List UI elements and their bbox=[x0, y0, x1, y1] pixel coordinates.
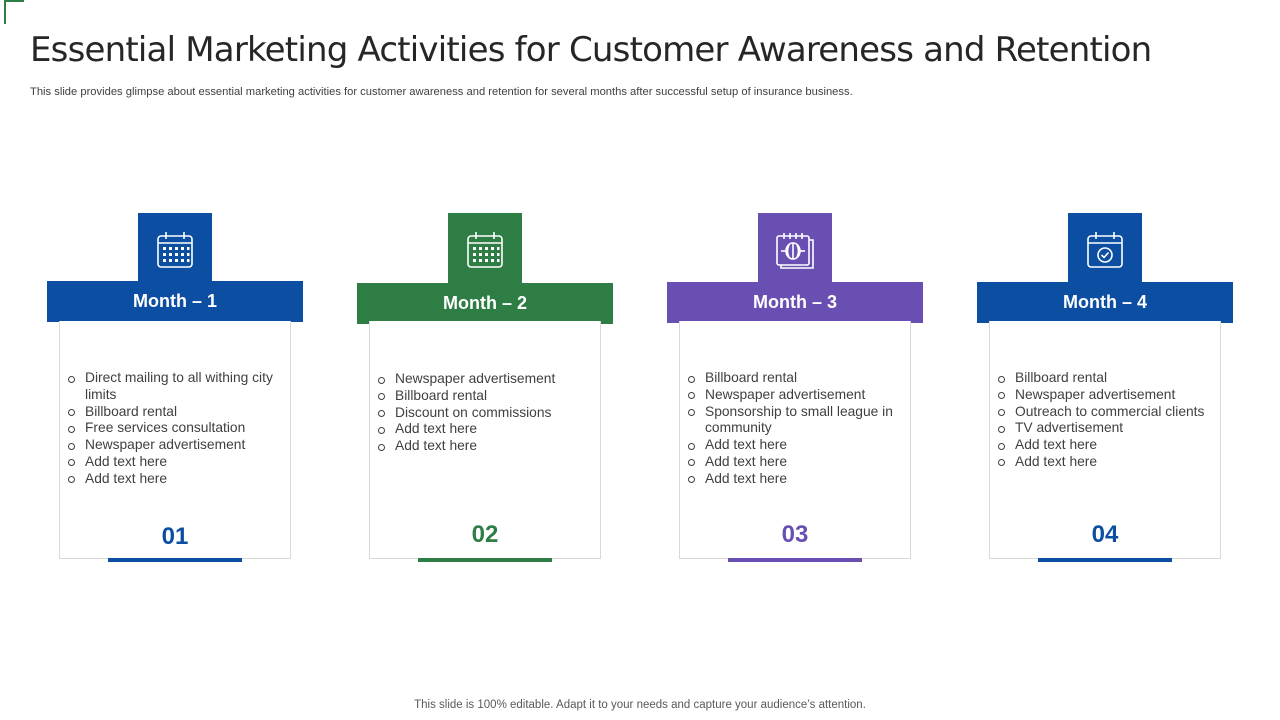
card-underline bbox=[418, 558, 552, 562]
list-item: Newspaper advertisement bbox=[997, 387, 1213, 404]
card-number: 02 bbox=[471, 521, 499, 548]
list-item: Add text here bbox=[687, 437, 903, 454]
list-item: Free services consultation bbox=[67, 420, 283, 437]
list-item: Add text here bbox=[997, 454, 1213, 471]
list-item: Newspaper advertisement bbox=[687, 387, 903, 404]
card-body: Newspaper advertisement Billboard rental… bbox=[369, 321, 601, 562]
card-icon-box bbox=[448, 213, 522, 287]
month-header: Month – 3 bbox=[667, 282, 923, 323]
list-item: Outreach to commercial clients bbox=[997, 404, 1213, 421]
month-label: Month – 3 bbox=[753, 292, 837, 312]
list-item: Billboard rental bbox=[997, 370, 1213, 387]
month-header: Month – 1 bbox=[47, 281, 303, 322]
month-header: Month – 4 bbox=[977, 282, 1233, 323]
card-body: Billboard rental Newspaper advertisement… bbox=[989, 321, 1221, 562]
list-item: Discount on commissions bbox=[377, 405, 593, 422]
list-item: Billboard rental bbox=[687, 370, 903, 387]
list-item: TV advertisement bbox=[997, 420, 1213, 437]
card-icon-box bbox=[758, 213, 832, 287]
month-label: Month – 2 bbox=[443, 293, 527, 313]
month-card-3: Month – 3 Billboard rental Newspaper adv… bbox=[667, 213, 923, 563]
month-card-2: Month – 2 Newspaper advertisement Billbo… bbox=[357, 213, 613, 563]
corner-accent-mark bbox=[0, 0, 26, 24]
card-body: Direct mailing to all withing city limit… bbox=[59, 321, 291, 562]
month-label: Month – 4 bbox=[1063, 292, 1147, 312]
list-item: Direct mailing to all withing city limit… bbox=[67, 370, 283, 404]
activity-list: Billboard rental Newspaper advertisement… bbox=[687, 370, 903, 488]
slide-subtitle: This slide provides glimpse about essent… bbox=[30, 86, 853, 98]
card-body: Billboard rental Newspaper advertisement… bbox=[679, 321, 911, 562]
planner-calendar-icon bbox=[776, 233, 814, 269]
list-item: Add text here bbox=[377, 421, 593, 438]
card-number: 04 bbox=[1091, 521, 1119, 548]
list-item: Add text here bbox=[67, 471, 283, 488]
slide-footer-note: This slide is 100% editable. Adapt it to… bbox=[414, 699, 866, 711]
list-item: Add text here bbox=[687, 471, 903, 488]
slide-title: Essential Marketing Activities for Custo… bbox=[30, 30, 1152, 70]
list-item: Add text here bbox=[67, 454, 283, 471]
card-underline bbox=[1038, 558, 1172, 562]
month-card-4: Month – 4 Billboard rental Newspaper adv… bbox=[977, 213, 1233, 563]
activity-list: Direct mailing to all withing city limit… bbox=[67, 370, 283, 488]
card-icon-box bbox=[138, 213, 212, 287]
list-item: Sponsorship to small league in community bbox=[687, 404, 903, 438]
list-item: Billboard rental bbox=[377, 388, 593, 405]
card-number: 03 bbox=[781, 521, 809, 548]
list-item: Add text here bbox=[687, 454, 903, 471]
calendar-check-icon bbox=[1087, 232, 1123, 268]
list-item: Add text here bbox=[997, 437, 1213, 454]
list-item: Newspaper advertisement bbox=[377, 371, 593, 388]
month-card-1: Month – 1 Direct mailing to all withing … bbox=[47, 213, 303, 563]
calendar-icon bbox=[467, 232, 503, 268]
month-header: Month – 2 bbox=[357, 283, 613, 324]
calendar-icon bbox=[157, 232, 193, 268]
card-icon-box bbox=[1068, 213, 1142, 287]
list-item: Add text here bbox=[377, 438, 593, 455]
card-underline bbox=[728, 558, 862, 562]
month-label: Month – 1 bbox=[133, 291, 217, 311]
activity-list: Newspaper advertisement Billboard rental… bbox=[377, 371, 593, 455]
list-item: Billboard rental bbox=[67, 404, 283, 421]
card-underline bbox=[108, 558, 242, 562]
activity-list: Billboard rental Newspaper advertisement… bbox=[997, 370, 1213, 471]
list-item: Newspaper advertisement bbox=[67, 437, 283, 454]
card-number: 01 bbox=[161, 523, 189, 550]
